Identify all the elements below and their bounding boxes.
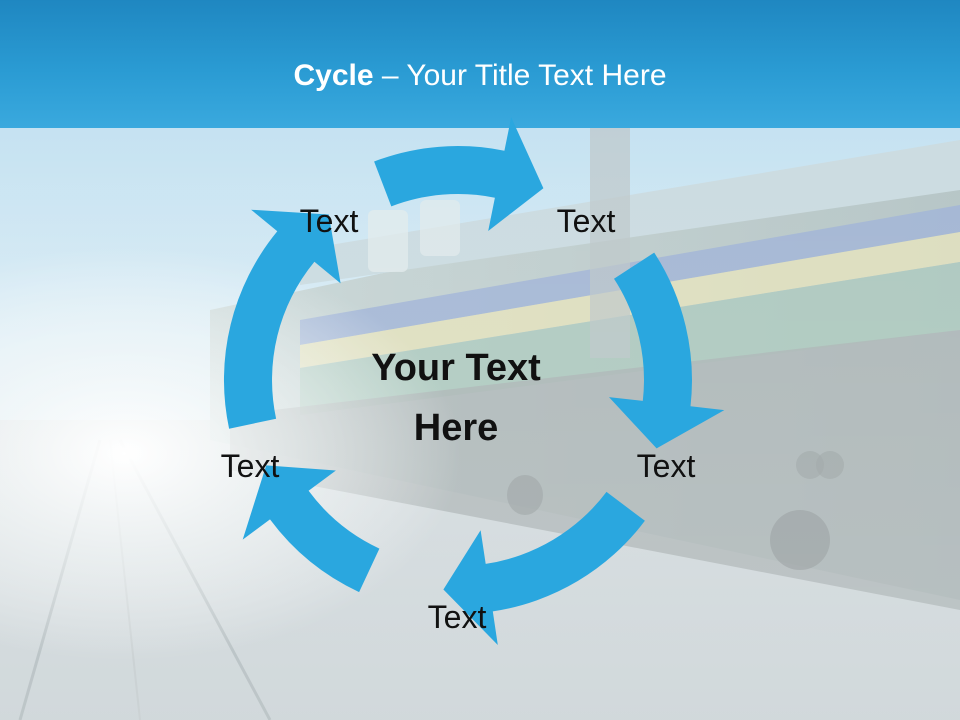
slide-title: Cycle – Your Title Text Here [0,56,960,96]
title-rest: – Your Title Text Here [373,59,667,92]
center-text-line2: Here [414,407,499,449]
cycle-node-label: Text [557,203,616,239]
cycle-arrow-3 [443,491,645,645]
title-bold: Cycle [293,59,374,92]
cycle-arrow-2 [609,252,725,449]
cycle-arrow-5 [223,209,341,429]
cycle-arrow-1 [374,117,544,231]
cycle-node-label: Text [637,448,696,484]
center-text-line1: Your Text [371,347,541,389]
cycle-node-label: Text [428,599,487,635]
cycle-arrows [223,117,725,645]
cycle-node-label: Text [300,203,359,239]
cycle-node-label: Text [221,448,280,484]
title-bar [0,0,960,128]
cycle-arrow-4 [242,465,380,593]
